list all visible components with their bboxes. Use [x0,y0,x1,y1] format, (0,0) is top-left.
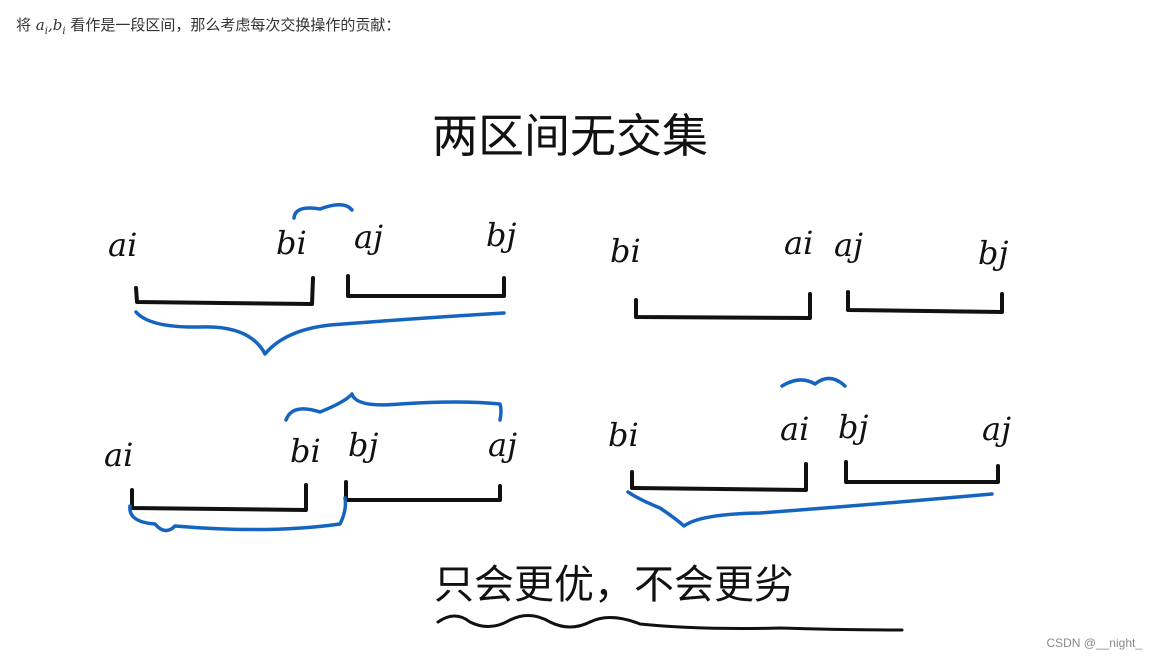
bracket-j [846,290,1004,314]
watermark: CSDN @__night_ [1046,636,1142,650]
label-bi: bi [610,232,641,270]
intro-suffix: 看作是一段区间，那么考虑每次交换操作的贡献： [70,16,401,34]
bracket-i [630,462,808,492]
bracket-i [134,276,315,306]
bracket-j [844,460,1000,484]
math-comma: , [47,16,53,34]
label-bj: bj [348,426,378,464]
label-bi: bi [276,224,307,262]
label-bi: bi [290,432,321,470]
label-ai: ai [780,410,809,448]
bracket-i [634,292,812,320]
wavy-underline [436,614,904,632]
diagram-title: 两区间无交集 [432,109,708,163]
label-ai: ai [104,436,133,474]
math-b-i: bi [52,16,66,37]
bracket-j [346,274,506,298]
label-aj: aj [354,218,383,256]
label-bi: bi [608,416,639,454]
conclusion-text: 只会更优，不会更劣 [434,562,794,608]
large-brace [626,490,994,528]
label-bj: bj [838,408,868,446]
small-brace [780,376,847,388]
intro-paragraph: 将 ai,bi 看作是一段区间，那么考虑每次交换操作的贡献： [16,14,400,43]
math-a-i: ai [35,16,48,37]
label-ai: ai [784,224,813,262]
small-brace [292,203,354,220]
panel-top-right: bi ai aj bj [610,224,1008,320]
label-bj: bj [486,216,516,254]
panel-bottom-left: ai bi bj aj [104,392,517,533]
intro-prefix: 将 [16,16,36,34]
upper-brace [284,392,503,422]
label-aj: aj [982,410,1011,448]
panel-top-left: ai bi aj bj [108,203,516,356]
bracket-i [130,483,308,512]
lower-brace [128,496,348,533]
bracket-j [344,480,502,502]
label-ai: ai [108,226,137,264]
large-brace [134,310,506,356]
label-aj: aj [834,226,863,264]
label-aj: aj [488,426,517,464]
panel-bottom-right: bi ai bj aj [608,376,1011,528]
label-bj: bj [978,234,1008,272]
